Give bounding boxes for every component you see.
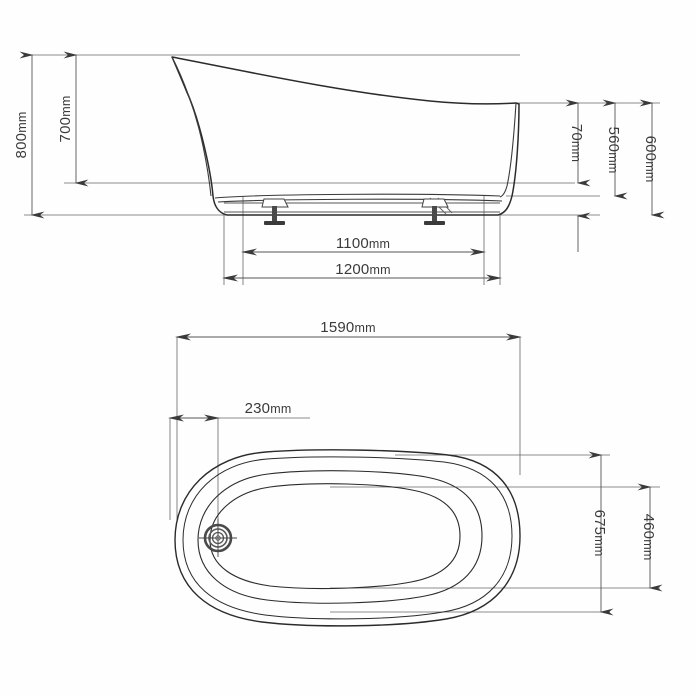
dimension-675mm: 675mm <box>588 451 614 616</box>
dimension-800mm-label: 800mm <box>13 112 30 159</box>
tub-foot-right <box>421 198 449 225</box>
tub-elevation-outline <box>171 56 520 216</box>
dimension-1200mm-label: 1200mm <box>335 261 390 278</box>
dimension-600mm: 600mm <box>639 99 665 219</box>
dimension-70mm-label: 70mm <box>568 124 585 162</box>
dimension-1590mm-label: 1590mm <box>320 319 375 336</box>
dimension-70mm: 70mm <box>565 99 591 187</box>
tub-foot-left <box>261 198 289 225</box>
plan-extension-lines <box>169 337 660 613</box>
dimension-800mm: 800mm <box>13 51 45 219</box>
dimension-230mm-label: 230mm <box>245 400 292 417</box>
dimension-700mm-label: 700mm <box>57 96 74 143</box>
dimension-460mm: 460mm <box>637 483 663 592</box>
elevation-extension-lines <box>24 54 660 285</box>
dimension-675mm-label: 675mm <box>591 510 608 557</box>
dimension-560mm-label: 560mm <box>605 127 622 174</box>
dimension-230mm: 230mm <box>168 400 292 422</box>
tub-plan-outer-2 <box>182 456 513 620</box>
tub-plan-outline <box>174 449 521 627</box>
tub-plan-bowl <box>209 483 461 590</box>
tub-inner-rim-right <box>499 102 517 198</box>
tub-outer-profile <box>171 56 520 216</box>
drain-icon <box>199 519 237 557</box>
tub-elevation-inner-lines <box>171 56 517 203</box>
tub-plan-inner-rim <box>197 470 483 604</box>
dimension-1590mm: 1590mm <box>175 319 522 341</box>
dimension-700mm: 700mm <box>57 51 89 187</box>
side-elevation-view: 800mm 700mm 70mm 560mm <box>13 51 665 285</box>
tub-inner-bowl-floor <box>214 193 501 199</box>
dimension-460mm-label: 460mm <box>640 514 657 561</box>
dimension-1200mm: 1200mm <box>222 261 502 282</box>
dimension-1100mm: 1100mm <box>241 235 486 256</box>
tub-plan-outer <box>174 449 521 627</box>
dimension-1100mm-label: 1100mm <box>336 235 390 252</box>
plan-view: 1590mm 230mm 675mm 460m <box>168 319 663 627</box>
dimension-560mm: 560mm <box>602 99 628 200</box>
dimension-600mm-label: 600mm <box>642 136 659 183</box>
tub-inner-bowl-floor2 <box>217 198 503 203</box>
tub-inner-rim-left <box>171 56 212 197</box>
